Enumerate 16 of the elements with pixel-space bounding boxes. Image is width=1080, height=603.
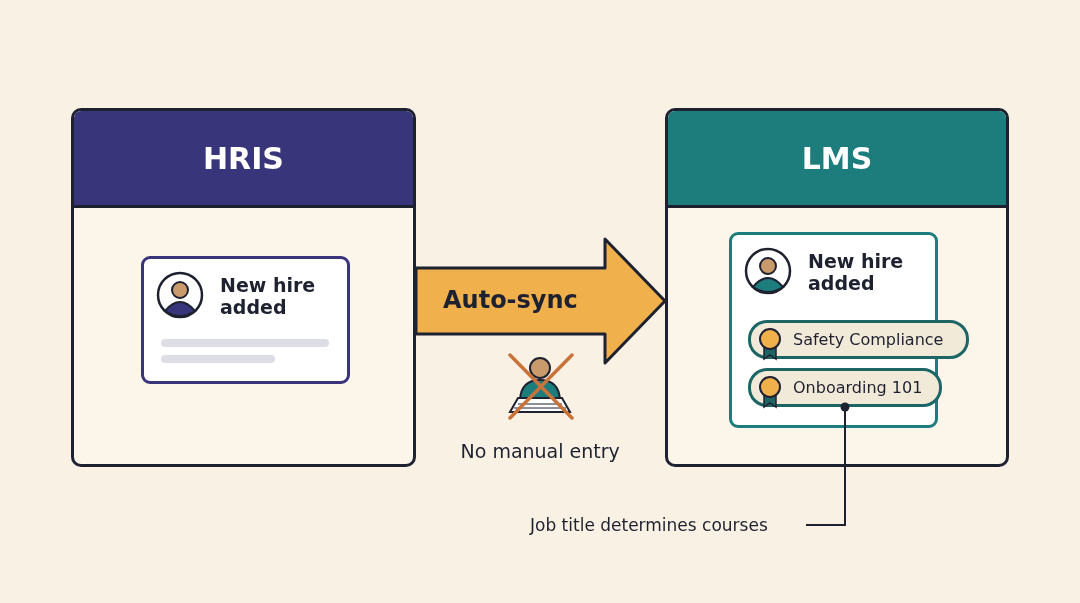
leader-line	[805, 402, 850, 526]
card-title: New hire added	[808, 250, 905, 294]
edge-label: Auto-sync	[443, 286, 578, 314]
annotation-text: Job title determines courses	[530, 512, 800, 538]
block-arrow	[414, 237, 667, 365]
badge-text: Safety Compliance	[793, 329, 944, 351]
course-badge	[748, 368, 942, 407]
badge-text: Onboarding 101	[793, 377, 923, 399]
course-badge	[748, 320, 969, 359]
panel-title: LMS	[801, 140, 873, 176]
system-panel	[71, 108, 416, 467]
panel-title: HRIS	[203, 140, 284, 176]
caption-text: No manual entry	[460, 440, 620, 462]
system-panel	[665, 108, 1009, 467]
card-title: New hire added	[220, 274, 317, 318]
employee-card	[141, 256, 350, 384]
